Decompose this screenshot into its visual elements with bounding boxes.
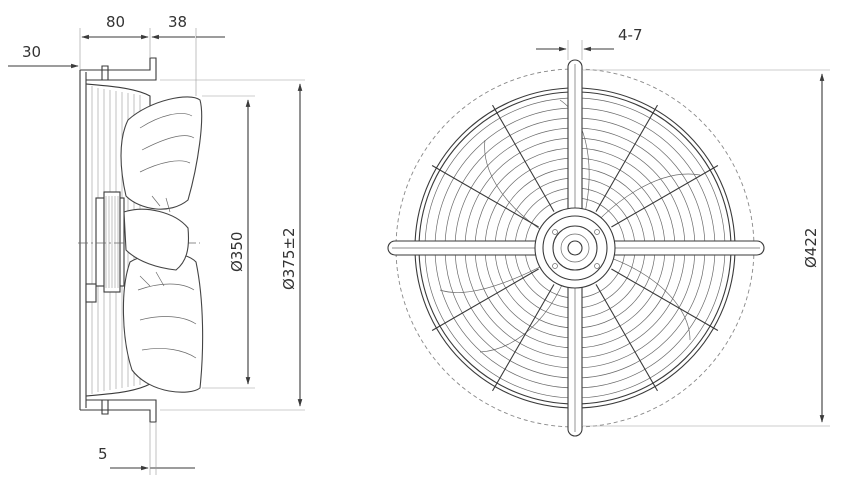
- guard-spoke: [595, 104, 658, 212]
- guard-spoke: [492, 284, 555, 392]
- dim-4-7: 4-7: [618, 26, 643, 44]
- dim-diameter-375: Ø375±2: [280, 227, 298, 290]
- dim-diameter-350: Ø350: [228, 232, 246, 272]
- guard-spoke: [492, 104, 555, 212]
- side-flange: [79, 57, 157, 423]
- dim-30: 30: [22, 43, 41, 61]
- front-dimensions: [536, 40, 830, 427]
- dim-80: 80: [106, 13, 125, 31]
- dim-5: 5: [98, 445, 108, 463]
- side-motor: [78, 191, 200, 303]
- guard-spoke: [611, 165, 719, 228]
- side-dimensions: [8, 28, 305, 475]
- guard-spoke: [431, 165, 539, 228]
- dim-38: 38: [168, 13, 187, 31]
- motor-hub: [534, 207, 616, 289]
- guard-spokes: [431, 104, 719, 392]
- guard-spoke: [595, 284, 658, 392]
- side-view: 80 38 30 5 Ø350 Ø375±2: [8, 13, 305, 475]
- guard-spoke: [431, 268, 539, 331]
- guard-spoke: [611, 268, 719, 331]
- dim-diameter-422: Ø422: [802, 228, 820, 268]
- side-blades: [120, 96, 204, 393]
- front-view: 4-7 Ø422: [387, 26, 830, 437]
